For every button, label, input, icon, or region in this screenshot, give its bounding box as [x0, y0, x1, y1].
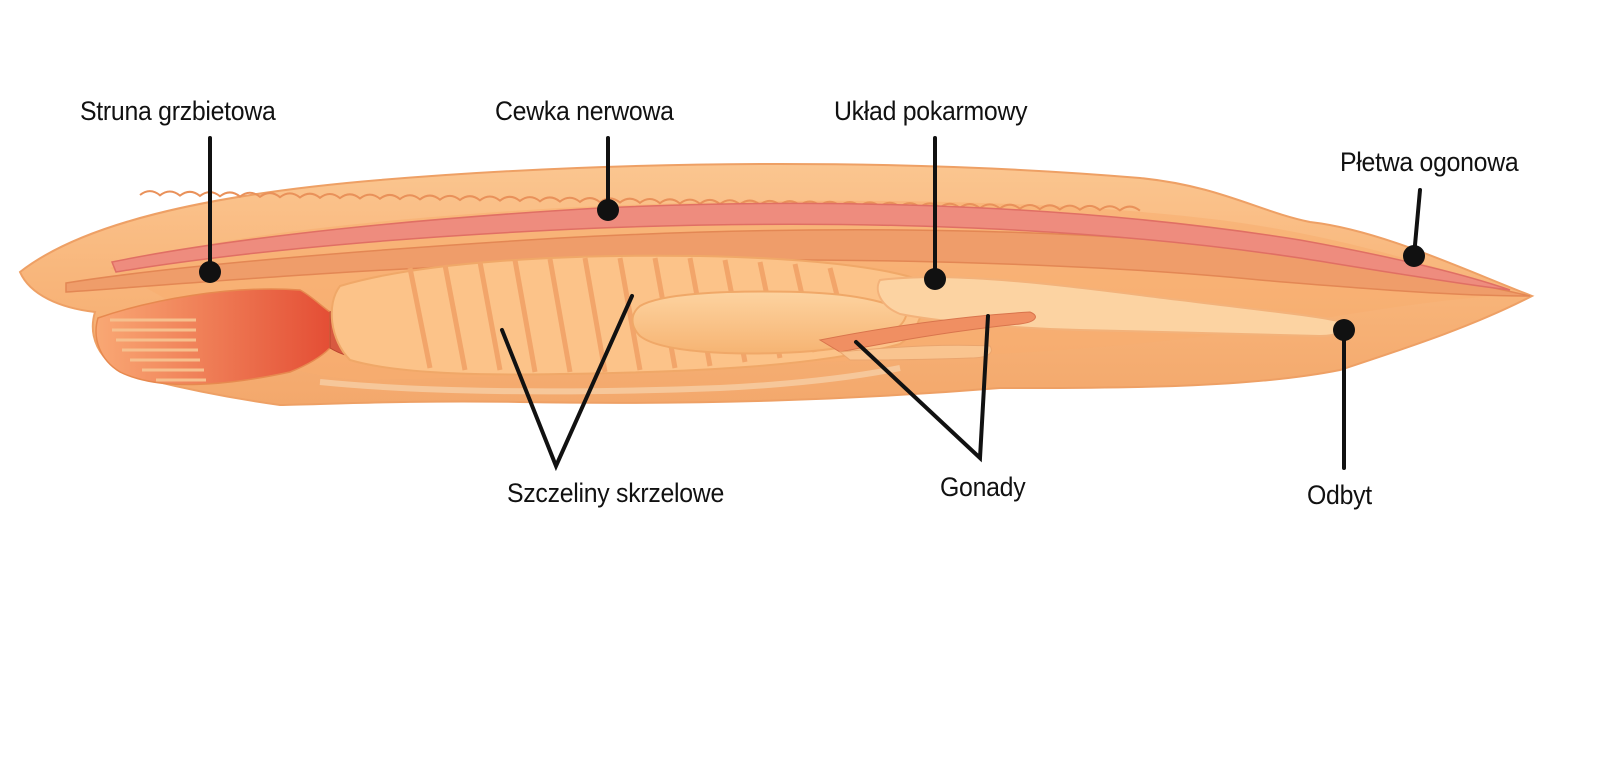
- label-tail-fin: Płetwa ogonowa: [1340, 147, 1519, 177]
- nerve-cord-dot: [597, 199, 619, 221]
- digestive-dot: [924, 268, 946, 290]
- label-anus: Odbyt: [1307, 480, 1372, 510]
- label-notochord: Struna grzbietowa: [80, 96, 276, 126]
- gonad-shape: [818, 311, 1036, 353]
- nerve-cord-shape: [110, 202, 1511, 291]
- label-gonads: Gonady: [940, 472, 1026, 502]
- label-digestive-system: Układ pokarmowy: [834, 96, 1028, 126]
- atrium: [319, 365, 901, 395]
- pointer-dots: [199, 199, 1425, 341]
- pointer-lines: [208, 136, 1422, 472]
- anus-dot: [1333, 319, 1355, 341]
- tail-fin-dot: [1403, 245, 1425, 267]
- oral-cirri: [110, 318, 206, 382]
- gill-bars: [407, 257, 853, 373]
- gonad-lower: [838, 344, 992, 361]
- dorsal-fin-rays: [139, 190, 1141, 212]
- label-gill-slits: Szczeliny skrzelowe: [507, 478, 725, 508]
- notochord-dot: [199, 261, 221, 283]
- label-nerve-cord: Cewka nerwowa: [495, 96, 674, 126]
